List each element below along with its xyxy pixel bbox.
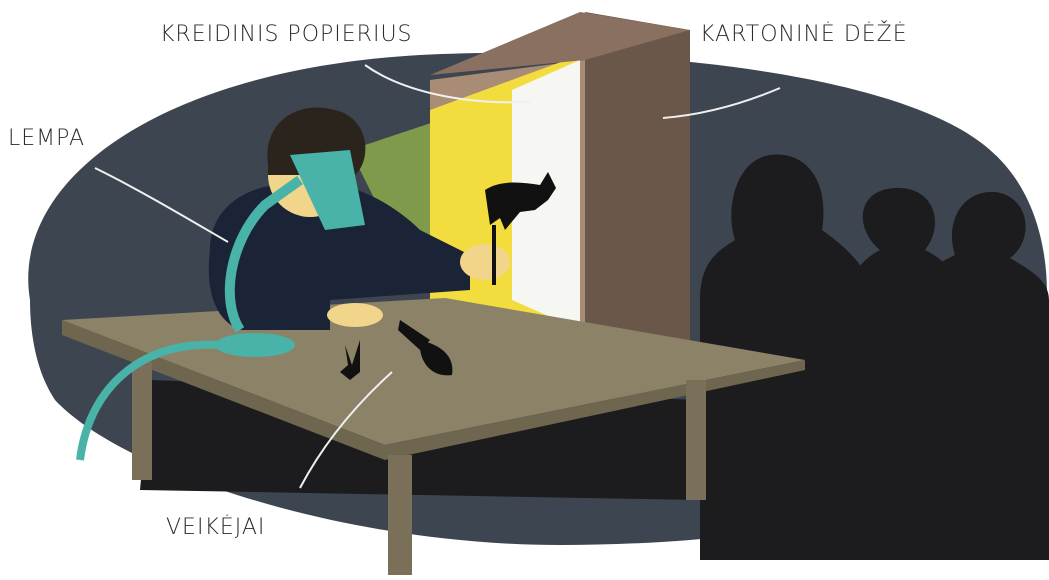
label-characters: VEIKĖJAI <box>166 515 265 540</box>
label-cardboard-box: KARTONINĖ DĖŽĖ <box>700 22 908 47</box>
right-hand <box>460 244 510 280</box>
left-hand <box>327 303 383 327</box>
label-lamp: LEMPA <box>8 126 85 151</box>
label-chalk-paper: KREIDINIS POPIERIUS <box>160 22 413 47</box>
cardboard-box[interactable] <box>585 12 690 360</box>
